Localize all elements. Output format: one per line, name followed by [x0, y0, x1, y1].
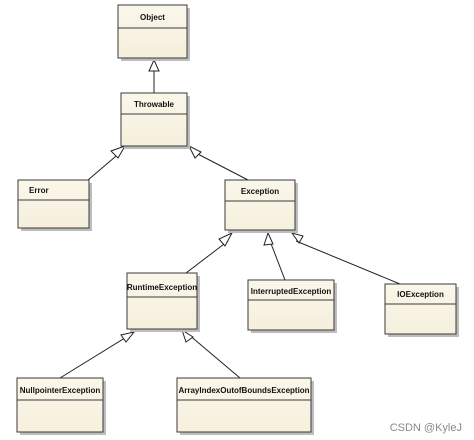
- watermark: CSDN @KyleJ: [389, 422, 462, 434]
- edge-runtime-exception: [185, 240, 229, 274]
- class-box-io-exception: IOException: [384, 283, 459, 337]
- arrowheads: [110, 58, 304, 343]
- arrowhead-object: [148, 58, 160, 72]
- arrowhead-runtime-arrayindex: [181, 328, 194, 343]
- class-name-nullpointer-exception: NullpointerException: [20, 386, 101, 395]
- arrowhead-throwable-left: [110, 145, 127, 159]
- class-name-array-index-exception: ArrayIndexOutofBoundsException: [178, 386, 309, 395]
- class-box-object: Object: [117, 4, 190, 61]
- edge-io-exception: [295, 240, 401, 285]
- edge-interrupted-exception: [269, 240, 286, 281]
- class-box-exception: Exception: [224, 179, 298, 233]
- edges: [59, 71, 401, 379]
- edge-arrayindex-runtime: [187, 333, 241, 379]
- arrowhead-exception-io: [290, 232, 304, 244]
- arrowhead-exception-runtime: [218, 231, 234, 247]
- class-name-runtime-exception: RuntimeException: [127, 283, 197, 292]
- class-name-throwable: Throwable: [134, 100, 175, 109]
- edge-exception-throwable: [191, 150, 249, 181]
- class-box-error: Error: [17, 179, 92, 231]
- class-box-runtime-exception: RuntimeException: [126, 272, 200, 332]
- class-box-nullpointer-exception: NullpointerException: [16, 377, 106, 435]
- class-name-exception: Exception: [241, 187, 279, 196]
- arrowhead-exception-interrupted: [263, 231, 274, 246]
- class-box-throwable: Throwable: [120, 92, 190, 149]
- class-name-error: Error: [29, 186, 49, 195]
- arrowhead-throwable-right: [187, 144, 202, 159]
- class-name-interrupted-exception: InterruptedException: [251, 287, 332, 296]
- class-box-interrupted-exception: InterruptedException: [247, 279, 337, 333]
- class-box-array-index-exception: ArrayIndexOutofBoundsException: [176, 377, 314, 435]
- arrowhead-runtime-nullpointer: [120, 331, 136, 343]
- class-name-io-exception: IOException: [397, 290, 444, 299]
- class-name-object: Object: [140, 13, 165, 22]
- edge-nullpointer-runtime: [59, 335, 129, 379]
